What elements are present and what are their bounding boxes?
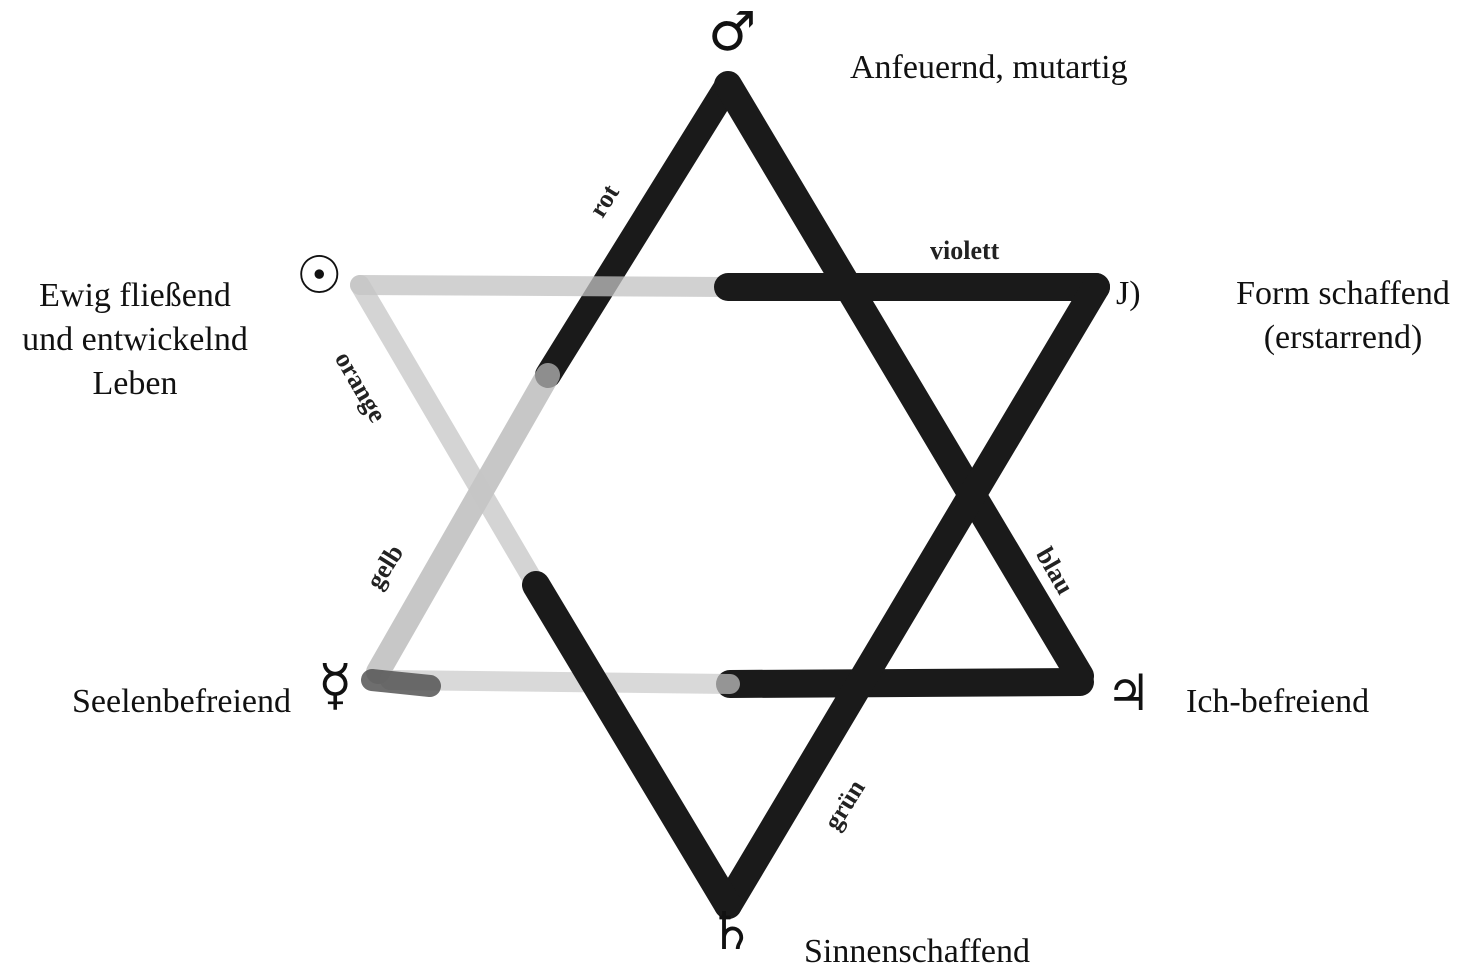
mercury-symbol: ☿ — [318, 658, 352, 714]
moon-description-line-2: (erstarrend) — [1218, 316, 1468, 360]
jupiter-description: Ich-befreiend — [1186, 680, 1369, 724]
jupiter-symbol: ♃ — [1106, 668, 1151, 718]
moon-description: Form schaffend (erstarrend) — [1218, 272, 1468, 360]
moon-symbol: J) — [1116, 272, 1141, 316]
line-rot-dark — [548, 85, 728, 375]
sun-description-line-2: und entwickelnd — [0, 318, 270, 362]
mars-symbol: ♂ — [708, 5, 756, 59]
sun-description-line-3: Leben — [0, 362, 270, 406]
sun-description-line-1: Ewig fließend — [0, 274, 270, 318]
sun-description: Ewig fließend und entwickelnd Leben — [0, 274, 270, 406]
mars-description: Anfeuernd, mutartig — [850, 46, 1128, 90]
line-jupiter-mercury-light — [390, 680, 730, 684]
mercury-corner — [372, 680, 430, 686]
line-jupiter-mercury-dark — [730, 682, 1080, 684]
line-violett-light — [360, 285, 728, 287]
mercury-description: Seelenbefreiend — [72, 680, 291, 724]
line-rot-light — [378, 375, 548, 672]
sun-symbol: ☉ — [296, 250, 343, 302]
saturn-symbol: ♄ — [708, 906, 755, 958]
line-orange-dark — [536, 585, 728, 905]
moon-description-line-1: Form schaffend — [1218, 272, 1468, 316]
color-label-violett: violett — [930, 236, 999, 266]
saturn-description: Sinnenschaffend — [804, 930, 1030, 971]
